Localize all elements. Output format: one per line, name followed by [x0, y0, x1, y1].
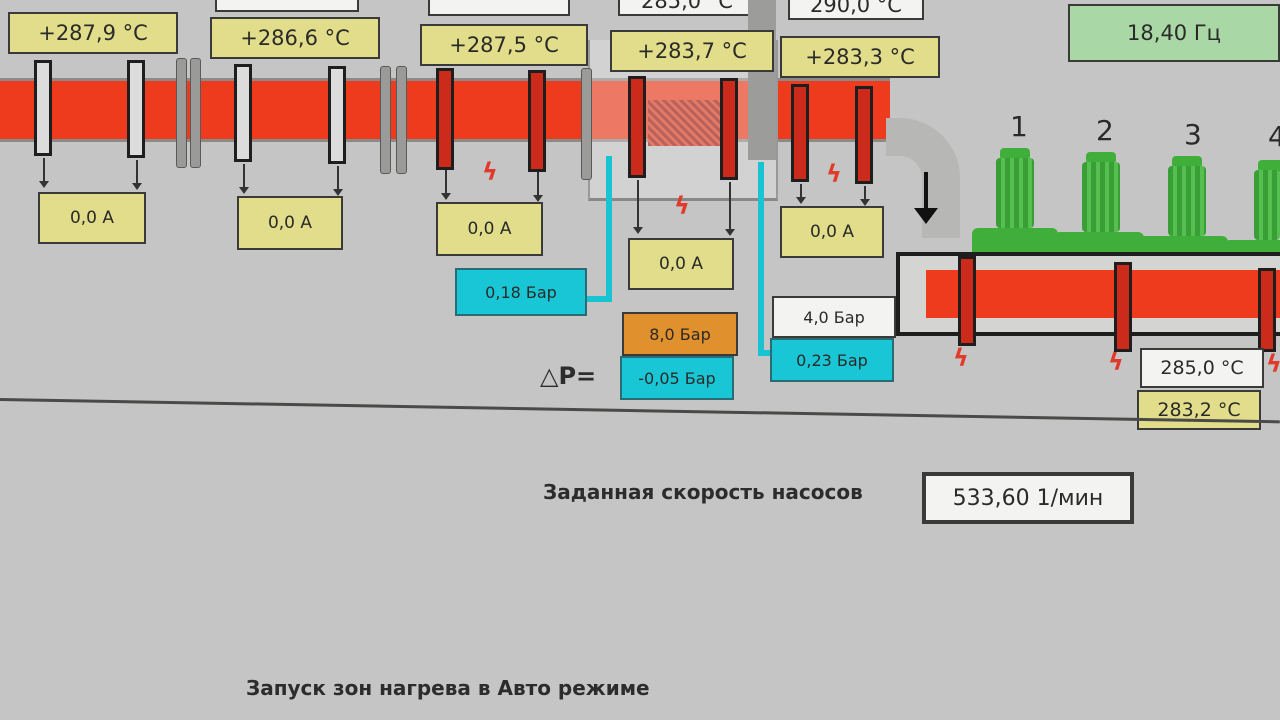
arrow-down-icon	[533, 172, 543, 202]
flange	[190, 58, 201, 168]
section-divider	[0, 398, 1280, 424]
pressure-line	[758, 350, 774, 356]
setpoint-top-1: 285,0 °C	[618, 0, 756, 16]
heater-zone-1b	[127, 60, 145, 158]
flange	[581, 68, 592, 180]
inlet-pressure: 0,18 Бар	[455, 268, 587, 316]
flange	[176, 58, 187, 168]
pump-2-number: 2	[1096, 114, 1114, 147]
flow-arrow-icon	[924, 172, 928, 210]
heater-zone-4a	[628, 76, 646, 178]
distribution-heater-3	[1258, 268, 1276, 352]
setpoint-top-partial-left	[215, 0, 359, 12]
heater-zone-3b	[528, 70, 546, 172]
flange	[380, 66, 391, 174]
flow-arrowhead-icon	[914, 208, 938, 224]
pump-1-number: 1	[1010, 110, 1028, 143]
delta-pressure-value: -0,05 Бар	[620, 356, 734, 400]
distribution-temperature: 283,2 °C	[1137, 390, 1261, 430]
pump-4-number: 4	[1268, 120, 1280, 153]
arrow-down-icon	[725, 182, 735, 236]
arrow-down-icon	[239, 164, 249, 194]
heater-zone-5a	[791, 84, 809, 182]
arrow-down-icon	[796, 184, 806, 204]
zone-2-temperature: +286,6 °C	[210, 17, 380, 59]
pressure-line	[606, 156, 612, 302]
pump-speed-label: Заданная скорость насосов	[543, 480, 863, 504]
lightning-icon: ϟ	[1266, 350, 1280, 378]
outlet-pressure-setpoint: 4,0 Бар	[772, 296, 896, 338]
flange	[396, 66, 407, 174]
arrow-down-icon	[39, 158, 49, 188]
heater-zone-3a	[436, 68, 454, 170]
lightning-icon: ϟ	[1108, 348, 1124, 376]
delta-pressure-label: △P=	[540, 362, 597, 390]
pump-speed-input[interactable]: 533,60 1/мин	[922, 472, 1134, 524]
zone-1-temperature: +287,9 °C	[8, 12, 178, 54]
distribution-heater-1	[958, 256, 976, 346]
lightning-icon: ϟ	[953, 344, 969, 372]
auto-mode-label: Запуск зон нагрева в Авто режиме	[246, 676, 650, 700]
heater-zone-4b	[720, 78, 738, 180]
lightning-icon: ϟ	[826, 160, 842, 188]
zone-1-current: 0,0 A	[38, 192, 146, 244]
zone-3-current: 0,0 A	[436, 202, 543, 256]
heat-exchanger-mesh	[648, 100, 720, 146]
pump-3-icon[interactable]	[1138, 156, 1228, 266]
arrow-down-icon	[132, 160, 142, 190]
heater-zone-1a	[34, 60, 52, 156]
zone-5-current: 0,0 A	[780, 206, 884, 258]
pump-2-icon[interactable]	[1054, 152, 1144, 262]
zone-5-temperature: +283,3 °C	[780, 36, 940, 78]
arrow-down-icon	[860, 186, 870, 206]
frequency-display: 18,40 Гц	[1068, 4, 1280, 62]
pressure-setpoint-orange: 8,0 Бар	[622, 312, 738, 356]
distribution-heater-2	[1114, 262, 1132, 352]
zone-3-temperature: +287,5 °C	[420, 24, 588, 66]
zone-4-temperature: +283,7 °C	[610, 30, 774, 72]
arrow-down-icon	[633, 180, 643, 234]
lightning-icon: ϟ	[482, 158, 498, 186]
distribution-pipe	[926, 270, 1280, 318]
pressure-line	[758, 162, 764, 354]
lightning-icon: ϟ	[674, 192, 690, 220]
arrow-down-icon	[441, 170, 451, 200]
zone-4-current: 0,0 A	[628, 238, 734, 290]
heater-zone-5b	[855, 86, 873, 184]
distribution-setpoint: 285,0 °C	[1140, 348, 1264, 388]
pump-1-icon[interactable]	[972, 148, 1058, 258]
pump-3-number: 3	[1184, 118, 1202, 151]
vessel-column	[748, 0, 776, 160]
heater-zone-2a	[234, 64, 252, 162]
arrow-down-icon	[333, 166, 343, 196]
setpoint-top-2: 290,0 °C	[788, 0, 924, 20]
zone-2-current: 0,0 A	[237, 196, 343, 250]
setpoint-top-partial-mid	[428, 0, 570, 16]
heater-zone-2b	[328, 66, 346, 164]
pressure-line	[584, 296, 612, 302]
outlet-pressure: 0,23 Бар	[770, 338, 894, 382]
